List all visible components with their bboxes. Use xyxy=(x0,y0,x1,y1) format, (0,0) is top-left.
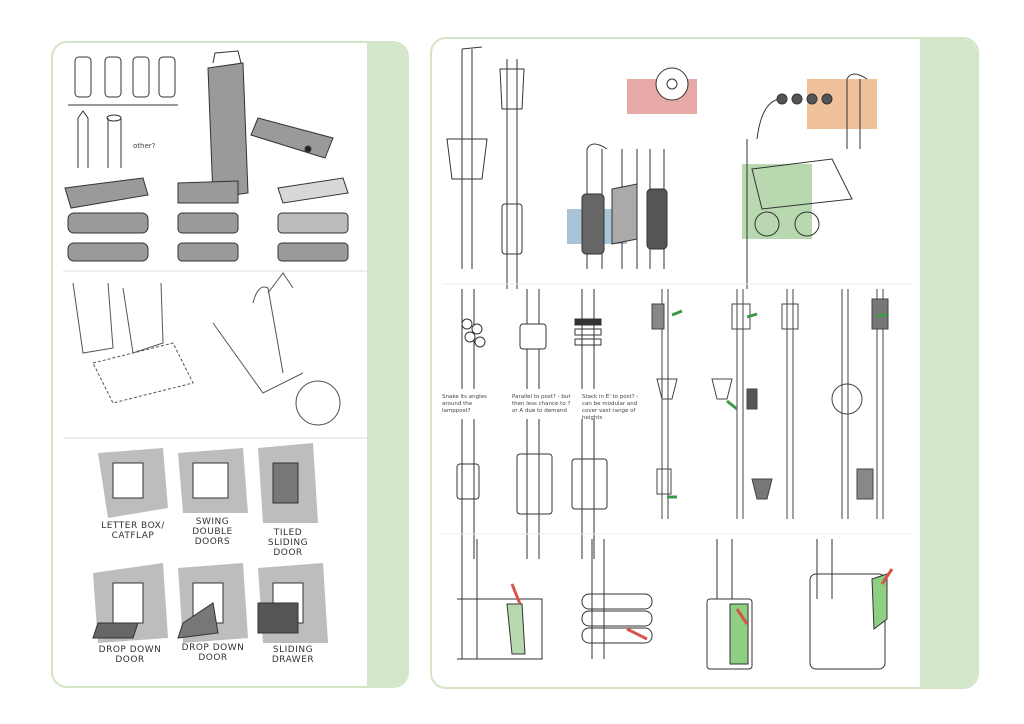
mechanism-sketches xyxy=(72,272,341,426)
right-page-green-strip xyxy=(920,39,977,687)
ring-note: Snake its angles around the lamppost? xyxy=(442,394,487,414)
left-page-green-strip xyxy=(367,43,407,686)
door-option-title: SWING DOUBLE DOORS xyxy=(192,517,233,547)
ring-note: Parallel to post? - but then less chance… xyxy=(512,394,571,414)
other-note: other? xyxy=(133,142,156,150)
door-option-title: DROP DOWN DOOR xyxy=(181,643,245,663)
ring-note: Stack in E' to post? - can be modular an… xyxy=(582,394,639,421)
left-page-sketches xyxy=(63,50,373,643)
lamppost-sketches xyxy=(446,46,868,289)
right-page-sketches xyxy=(442,46,912,670)
ring-attachment-sketches xyxy=(456,289,608,559)
lock-box-sketches xyxy=(64,50,349,262)
module-render-sketches xyxy=(457,539,888,670)
door-option-title: SLIDING DRAWER xyxy=(271,645,315,665)
standard-shapes-sketch xyxy=(68,56,178,168)
attachment-variants-grid xyxy=(651,289,889,519)
door-option-title: LETTER BOX/ CATFLAP xyxy=(101,521,165,541)
right-sketch-page: Snake its angles around the lamppost? Pa… xyxy=(430,37,979,689)
green-arrows xyxy=(667,309,888,499)
door-option-title: DROP DOWN DOOR xyxy=(98,645,162,665)
left-sketch-page: other? LETTER BOX/ CATFLAP SWING DOUBLE … xyxy=(51,41,409,688)
door-option-title: TILED SLIDING DOOR xyxy=(267,528,309,558)
red-arrows xyxy=(510,568,894,641)
